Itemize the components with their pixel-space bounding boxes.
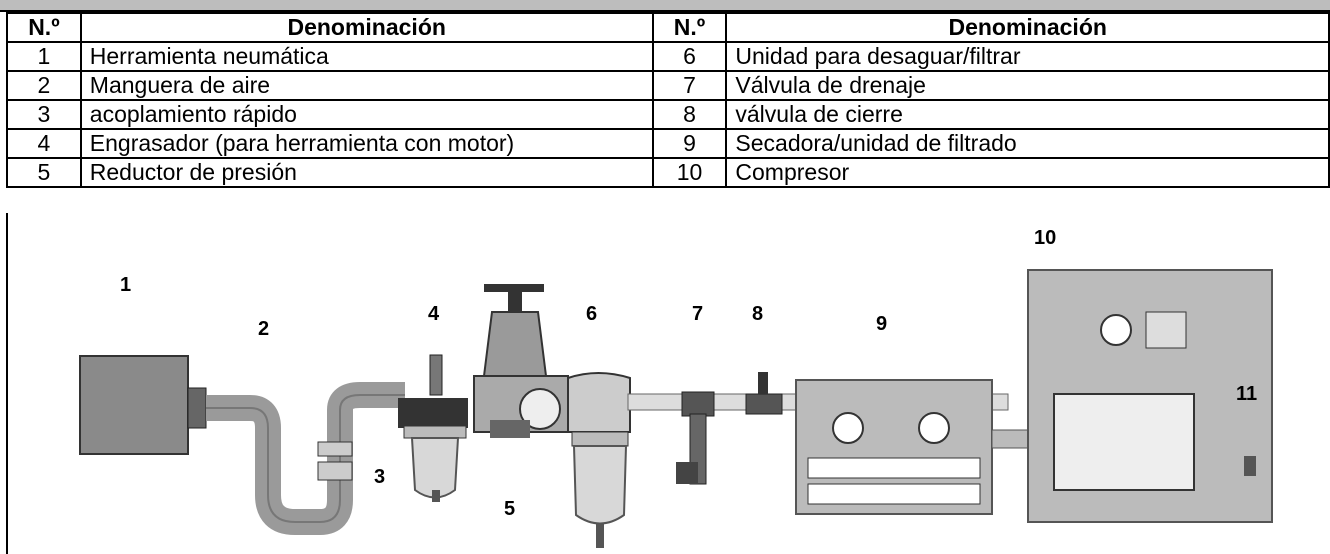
regulator-bonnet	[482, 311, 548, 377]
cell-name: válvula de cierre	[725, 99, 1330, 130]
table-row: 2 Manguera de aire 7 Válvula de drenaje	[6, 70, 1330, 101]
cell-number: 5	[6, 157, 82, 188]
label-8: 8	[752, 303, 763, 325]
table-row: 5 Reductor de presión 10 Compresor	[6, 157, 1330, 188]
label-5: 5	[504, 498, 515, 520]
table-row: 1 Herramienta neumática 6 Unidad para de…	[6, 41, 1330, 72]
filter-bowl	[572, 445, 628, 525]
compressor-gauge	[1100, 314, 1132, 346]
table-header-row: N.º Denominación N.º Denominación	[6, 12, 1330, 43]
drain-valve-handle	[676, 462, 698, 484]
cell-number: 7	[651, 70, 728, 101]
label-1: 1	[120, 274, 131, 296]
lubricator-ring	[403, 425, 467, 439]
pneumatic-tool	[79, 355, 189, 455]
label-4: 4	[428, 303, 440, 325]
header-number: N.º	[651, 12, 728, 43]
cell-number: 6	[651, 41, 728, 72]
dryer-vent-top	[807, 457, 981, 479]
cell-name: Engrasador (para herramienta con motor)	[79, 128, 654, 159]
label-3: 3	[374, 466, 385, 488]
lubricator-drain	[432, 490, 440, 502]
lubricator-cap	[429, 354, 443, 396]
cell-number: 8	[651, 99, 728, 130]
cell-name: Secadora/unidad de filtrado	[725, 128, 1330, 159]
cell-name: Manguera de aire	[79, 70, 654, 101]
table-row: 4 Engrasador (para herramienta con motor…	[6, 128, 1330, 159]
drain-valve-tee	[681, 391, 715, 417]
lubricator-bowl	[410, 437, 460, 499]
filter-drain	[596, 524, 604, 548]
air-hose-outline	[206, 394, 405, 523]
shutoff-valve	[745, 393, 783, 415]
quick-coupling-top	[317, 441, 353, 457]
legend-table: N.º Denominación N.º Denominación 1 Herr…	[6, 12, 1330, 188]
dryer-gauge-left	[832, 412, 864, 444]
cell-number: 9	[651, 128, 728, 159]
cell-number: 2	[6, 70, 82, 101]
compressor-drain-tap	[1244, 456, 1256, 476]
filter-ring	[571, 431, 629, 447]
diagram-frame	[6, 213, 1330, 554]
cell-number: 1	[6, 41, 82, 72]
regulator-gauge	[519, 388, 561, 430]
cell-name: Válvula de drenaje	[725, 70, 1330, 101]
shutoff-valve-lever	[758, 372, 768, 394]
table-row: 3 acoplamiento rápido 8 válvula de cierr…	[6, 99, 1330, 130]
tool-coupling	[187, 387, 207, 429]
cell-number: 4	[6, 128, 82, 159]
cell-name: Herramienta neumática	[79, 41, 654, 72]
label-9: 9	[876, 313, 887, 335]
label-11: 11	[1236, 383, 1257, 405]
label-2: 2	[258, 318, 269, 340]
cell-name: Reductor de presión	[79, 157, 654, 188]
filter-head	[567, 372, 631, 433]
air-hose	[206, 382, 405, 535]
dryer-gauge-right	[918, 412, 950, 444]
regulator-handle	[484, 284, 544, 292]
cell-name: acoplamiento rápido	[79, 99, 654, 130]
cell-name: Compresor	[725, 157, 1330, 188]
regulator-stem	[508, 290, 522, 312]
dryer-vent-bottom	[807, 483, 981, 505]
cell-number: 10	[651, 157, 728, 188]
header-name: Denominación	[725, 12, 1330, 43]
label-10: 10	[1034, 227, 1056, 249]
top-bar	[0, 0, 1330, 12]
header-number: N.º	[6, 12, 82, 43]
label-6: 6	[586, 303, 597, 325]
cell-number: 3	[6, 99, 82, 130]
label-7: 7	[692, 303, 703, 325]
header-name: Denominación	[79, 12, 654, 43]
cell-name: Unidad para desaguar/filtrar	[725, 41, 1330, 72]
compressor-meter	[1145, 311, 1187, 349]
dryer-compressor-pipe	[991, 429, 1029, 449]
regulator-base	[490, 420, 530, 438]
compressor-grille	[1053, 393, 1195, 491]
lubricator-body	[398, 398, 468, 428]
quick-coupling	[317, 461, 353, 481]
